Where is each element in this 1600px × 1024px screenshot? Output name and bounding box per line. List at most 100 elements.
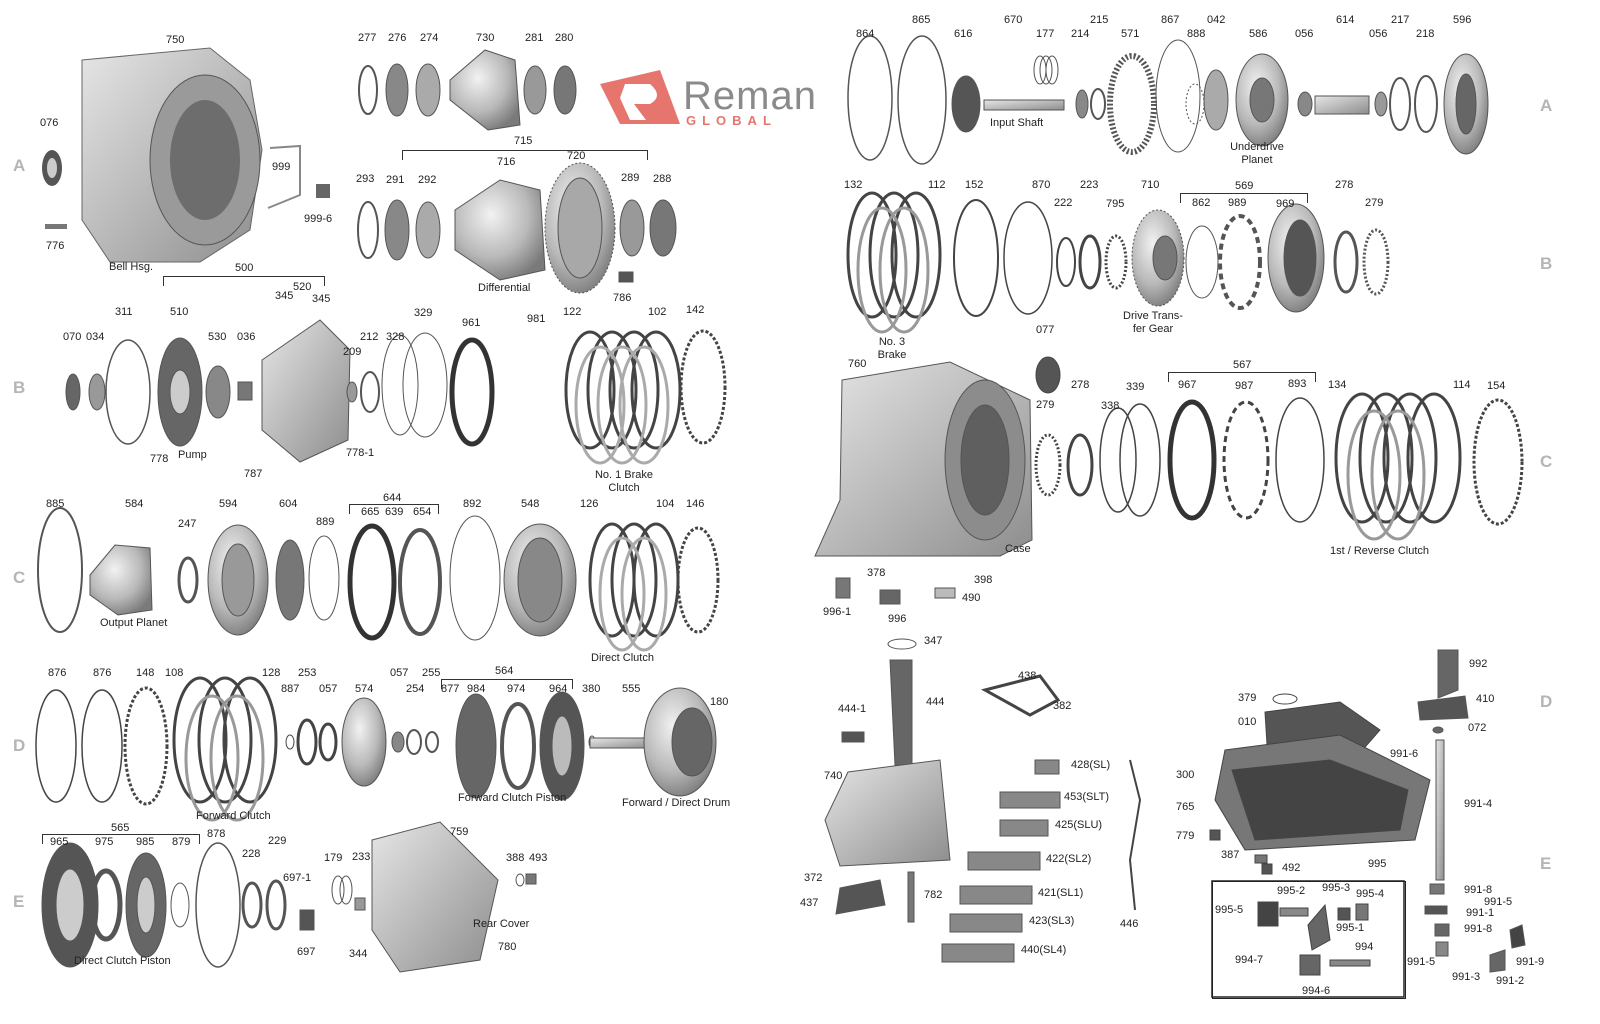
part-label: 233 <box>352 851 371 863</box>
part-label: 967 <box>1178 379 1197 391</box>
part-label: 991-8 <box>1464 884 1493 896</box>
caption-underdrive: Underdrive Planet <box>1230 141 1284 166</box>
part-label: 639 <box>385 506 404 518</box>
part-label: 490 <box>962 592 981 604</box>
part-label: 893 <box>1288 378 1307 390</box>
part-label: 565 <box>111 822 130 834</box>
part-label: 760 <box>848 358 867 370</box>
part-label: 999 <box>272 161 291 173</box>
caption-no3-brake: No. 3 Brake <box>877 336 907 361</box>
bracket-564 <box>441 679 573 689</box>
part-label: 594 <box>219 498 238 510</box>
part-label: 422(SL2) <box>1046 853 1092 865</box>
part-label: 218 <box>1416 28 1435 40</box>
part-label: 010 <box>1238 716 1257 728</box>
part-label: 787 <box>244 468 263 480</box>
caption-forward-piston: Forward Clutch Piston <box>458 792 567 804</box>
part-label: 720 <box>567 150 586 162</box>
part-label: 438 <box>1018 670 1037 682</box>
part-label: 108 <box>165 667 184 679</box>
part-label: 056 <box>1295 28 1314 40</box>
part-label: 276 <box>388 32 407 44</box>
part-label: 437 <box>800 897 819 909</box>
part-label: 291 <box>386 174 405 186</box>
part-label: 493 <box>529 852 548 864</box>
part-label: 311 <box>115 306 133 318</box>
part-label: 710 <box>1141 179 1160 191</box>
part-label: 520 <box>293 281 312 293</box>
part-label: 878 <box>207 828 226 840</box>
part-label: 530 <box>208 331 227 343</box>
part-label: 229 <box>268 835 287 847</box>
part-label: 345 <box>312 293 331 305</box>
part-label: 867 <box>1161 14 1180 26</box>
bell-housing <box>81 47 263 263</box>
bracket-644 <box>349 504 439 514</box>
direct-clutch-pack <box>588 522 720 652</box>
part-label: 423(SL3) <box>1029 915 1075 927</box>
bracket-567 <box>1168 372 1316 382</box>
part-label: 779 <box>1176 830 1195 842</box>
valve-body-group <box>824 577 1061 923</box>
part-label: 879 <box>172 836 191 848</box>
part-label: 865 <box>912 14 931 26</box>
part-label: 444-1 <box>838 703 867 715</box>
part-label: 132 <box>844 179 863 191</box>
part-label: 148 <box>136 667 155 679</box>
part-label: 300 <box>1176 769 1195 781</box>
part-label: 888 <box>1187 28 1206 40</box>
part-label: 654 <box>413 506 432 518</box>
part-label: 492 <box>1282 862 1301 874</box>
part-label: 146 <box>686 498 705 510</box>
transmission-case <box>814 361 1033 557</box>
part-label: 877 <box>441 683 460 695</box>
part-label: 765 <box>1176 801 1195 813</box>
part-label: 750 <box>166 34 185 46</box>
part-label: 987 <box>1235 380 1254 392</box>
shift-solenoids <box>941 759 1142 963</box>
part-label: 126 <box>580 498 599 510</box>
row-label-d: D <box>13 736 26 755</box>
part-label: 328 <box>386 331 405 343</box>
part-label: 740 <box>824 770 843 782</box>
part-label: 974 <box>507 683 526 695</box>
row-label-e-right: E <box>1540 854 1552 873</box>
caption-rear-cover: Rear Cover <box>473 918 530 930</box>
caption-bell-housing: Bell Hsg. <box>109 261 154 273</box>
part-label: 444 <box>926 696 945 708</box>
part-label: 177 <box>1036 28 1055 40</box>
part-label: 292 <box>418 174 437 186</box>
drive-transfer-gear <box>1131 203 1390 313</box>
part-label: 215 <box>1090 14 1109 26</box>
part-label: 782 <box>924 889 943 901</box>
part-label: 076 <box>40 117 59 129</box>
row-label-e: E <box>13 892 25 911</box>
part-label: 991-2 <box>1496 975 1525 987</box>
part-label: 996-1 <box>823 606 852 618</box>
part-label: 102 <box>648 306 667 318</box>
part-label: 864 <box>856 28 875 40</box>
part-label: 214 <box>1071 28 1090 40</box>
part-label: 991-6 <box>1390 748 1419 760</box>
part-label: 616 <box>954 28 973 40</box>
part-label: 876 <box>93 667 112 679</box>
part-label: 999-6 <box>304 213 333 225</box>
part-label: 776 <box>46 240 65 252</box>
part-label: 586 <box>1249 28 1268 40</box>
part-label: 152 <box>965 179 984 191</box>
part-label: 697 <box>297 946 316 958</box>
forward-drum-group <box>341 687 717 801</box>
part-label: 228 <box>242 848 261 860</box>
part-label: 985 <box>136 836 155 848</box>
differential <box>357 162 677 294</box>
part-label: 991-8 <box>1464 923 1493 935</box>
part-label: 212 <box>360 331 379 343</box>
caption-direct-piston: Direct Clutch Piston <box>74 955 171 967</box>
part-label: 995-5 <box>1215 904 1244 916</box>
row-label-a: A <box>13 156 26 175</box>
part-label: 885 <box>46 498 65 510</box>
part-label: 278 <box>1071 379 1090 391</box>
caption-direct-clutch: Direct Clutch <box>591 652 654 664</box>
part-label: 179 <box>324 852 343 864</box>
